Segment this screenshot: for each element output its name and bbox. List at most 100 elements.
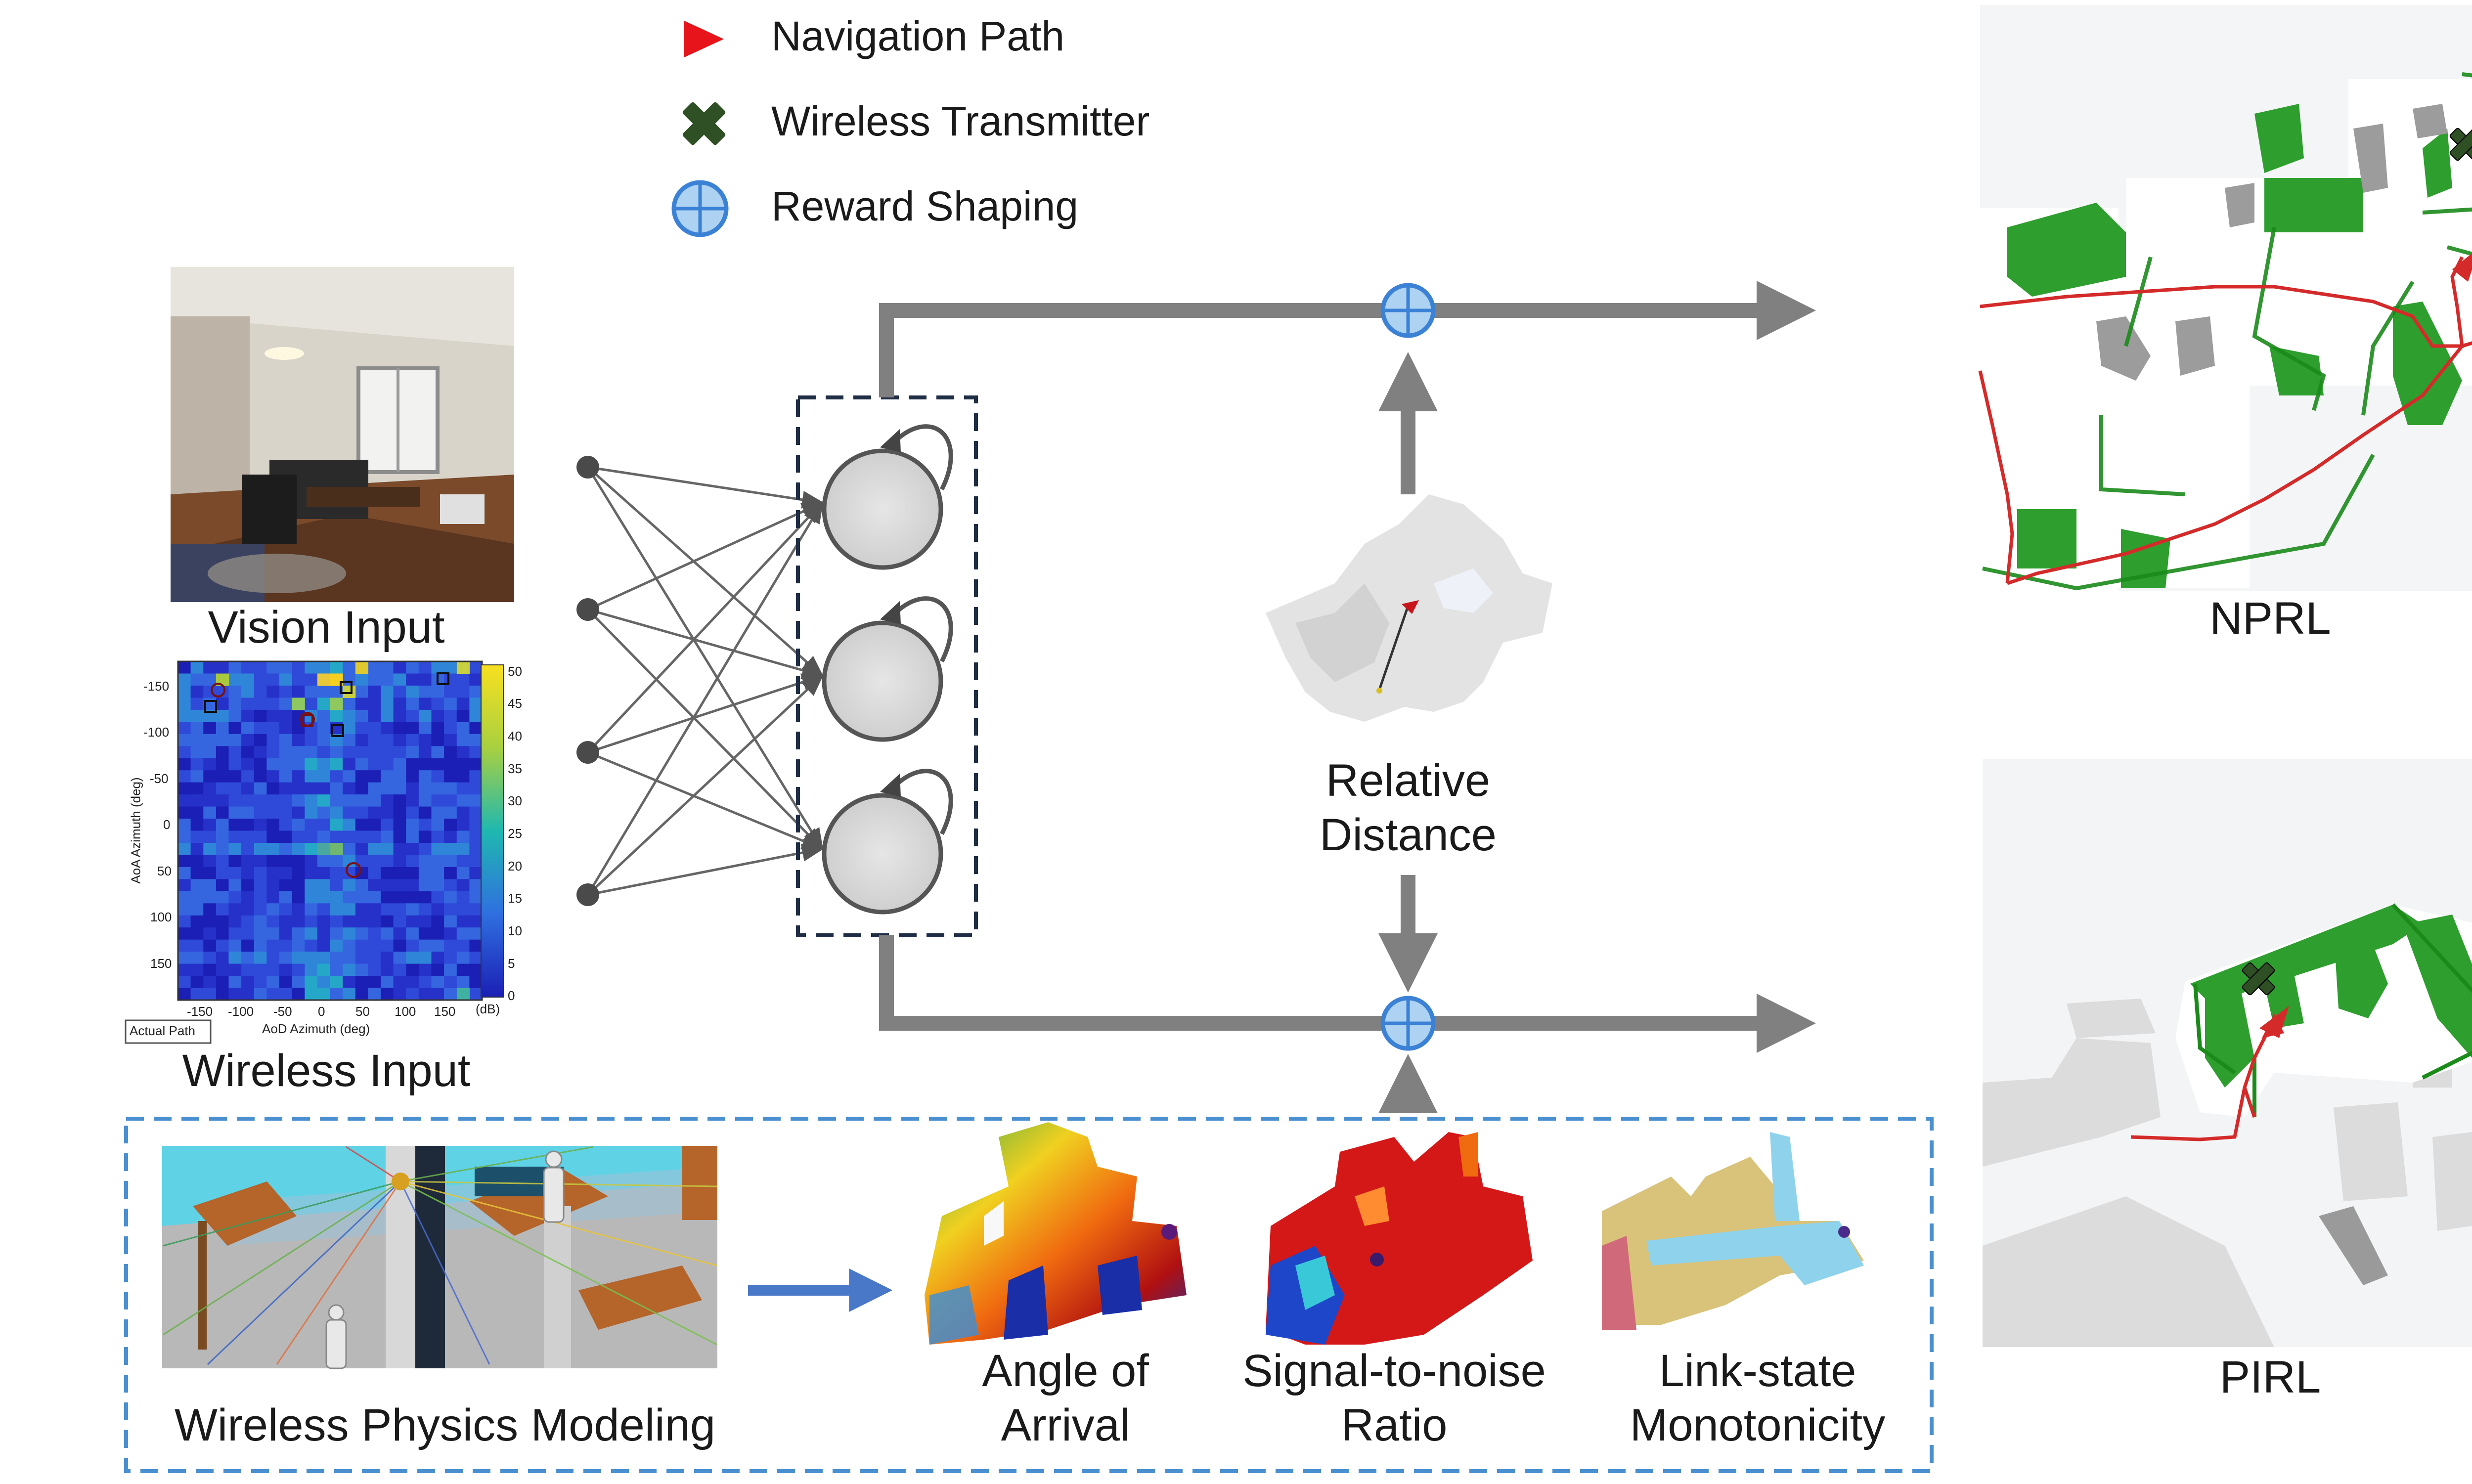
heatmap-cell: [456, 952, 470, 964]
heatmap-cell: [279, 963, 293, 976]
heatmap-cell: [444, 782, 457, 795]
heatmap-cell: [266, 661, 280, 674]
heatmap-cell: [216, 770, 229, 783]
heatmap-cell: [343, 673, 356, 686]
heatmap-cell: [444, 746, 457, 759]
heatmap-cell: [444, 722, 457, 735]
physics-modeling-caption: Wireless Physics Modeling: [174, 1400, 716, 1450]
heatmap-cell: [406, 734, 419, 746]
heatmap-cell: [355, 794, 368, 807]
heatmap-cell: [279, 891, 293, 904]
heatmap-cell: [330, 806, 343, 819]
heatmap-cell: [393, 891, 406, 904]
heatmap-cell: [178, 976, 191, 989]
heatmap-cell: [406, 855, 419, 868]
heatmap-cell: [254, 891, 267, 904]
heatmap-cell: [317, 819, 331, 831]
heatmap-cell: [190, 746, 204, 759]
heatmap-cell: [444, 976, 457, 989]
heatmap-cell: [216, 709, 229, 722]
heatmap-x-tick: 100: [395, 1004, 416, 1019]
heatmap-cell: [393, 879, 406, 892]
heatmap-cell: [406, 758, 419, 771]
heatmap-cell: [355, 673, 368, 686]
heatmap-cell: [254, 698, 267, 710]
heatmap-cell: [406, 867, 419, 879]
heatmap-cell: [431, 770, 444, 783]
heatmap-cell: [216, 782, 229, 795]
heatmap-cell: [254, 685, 267, 698]
heatmap-cell: [444, 770, 457, 783]
heatmap-cell: [381, 819, 394, 831]
heatmap-cell: [228, 867, 242, 879]
heatmap-cell: [241, 891, 255, 904]
heatmap-cell: [241, 915, 255, 928]
heatmap-cell: [381, 806, 394, 819]
vision-input-image: [171, 267, 514, 602]
heatmap-cell: [330, 891, 343, 904]
heatmap-cell: [254, 722, 267, 735]
heatmap-cell: [343, 782, 356, 795]
heatmap-cell: [203, 952, 217, 964]
heatmap-cell: [330, 661, 343, 674]
heatmap-cell: [355, 734, 368, 746]
heatmap-y-tick: -150: [143, 679, 170, 694]
heatmap-cell: [330, 867, 343, 879]
heatmap-cell: [381, 988, 394, 1001]
heatmap-cell: [368, 843, 381, 856]
heatmap-cell: [317, 709, 331, 722]
heatmap-cell: [190, 709, 204, 722]
heatmap-cell: [355, 952, 368, 964]
heatmap-cell: [190, 685, 204, 698]
heatmap-cell: [216, 963, 229, 976]
heatmap-cell: [393, 770, 406, 783]
heatmap-cell: [444, 939, 457, 952]
heatmap-cell: [228, 843, 242, 856]
heatmap-cell: [456, 685, 470, 698]
heatmap-cell: [343, 988, 356, 1001]
heatmap-cell: [190, 661, 204, 674]
heatmap-cell: [216, 855, 229, 868]
heatmap-cell: [469, 988, 483, 1001]
heatmap-cell: [418, 843, 432, 856]
legend-reward-shaping-icon: [671, 180, 729, 237]
heatmap-cell: [305, 952, 318, 964]
heatmap-cell: [178, 746, 191, 759]
nn-input-nodes: [576, 456, 599, 906]
heatmap-cell: [178, 734, 191, 746]
heatmap-cell: [431, 685, 444, 698]
heatmap-cell: [292, 806, 305, 819]
heatmap-cell: [305, 673, 318, 686]
heatmap-y-tick: -50: [150, 771, 169, 786]
heatmap-cell: [381, 903, 394, 916]
heatmap-cell: [228, 734, 242, 746]
heatmap-cell: [418, 661, 432, 674]
heatmap-cell: [292, 891, 305, 904]
heatmap-cell: [228, 661, 242, 674]
heatmap-cell: [431, 782, 444, 795]
heatmap-cell: [292, 927, 305, 940]
heatmap-cell: [393, 685, 406, 698]
heatmap-cell: [418, 855, 432, 868]
heatmap-cell: [292, 819, 305, 831]
heatmap-cell: [406, 782, 419, 795]
heatmap-cell: [456, 782, 470, 795]
heatmap-cell: [456, 770, 470, 783]
heatmap-cell: [444, 734, 457, 746]
heatmap-cell: [431, 843, 444, 856]
heatmap-cell: [292, 661, 305, 674]
heatmap-cell: [279, 709, 293, 722]
heatmap-cell: [254, 952, 267, 964]
colorbar-tick: 20: [508, 859, 522, 873]
snr-label-line1: Signal-to-noise: [1242, 1346, 1546, 1396]
heatmap-cell: [254, 830, 267, 843]
heatmap-cell: [279, 903, 293, 916]
heatmap-cell: [355, 939, 368, 952]
heatmap-cell: [418, 867, 432, 879]
heatmap-cell: [317, 794, 331, 807]
heatmap-cell: [330, 770, 343, 783]
heatmap-cell: [254, 867, 267, 879]
reward-shaping-top-icon: [1380, 283, 1436, 338]
heatmap-cell: [444, 758, 457, 771]
